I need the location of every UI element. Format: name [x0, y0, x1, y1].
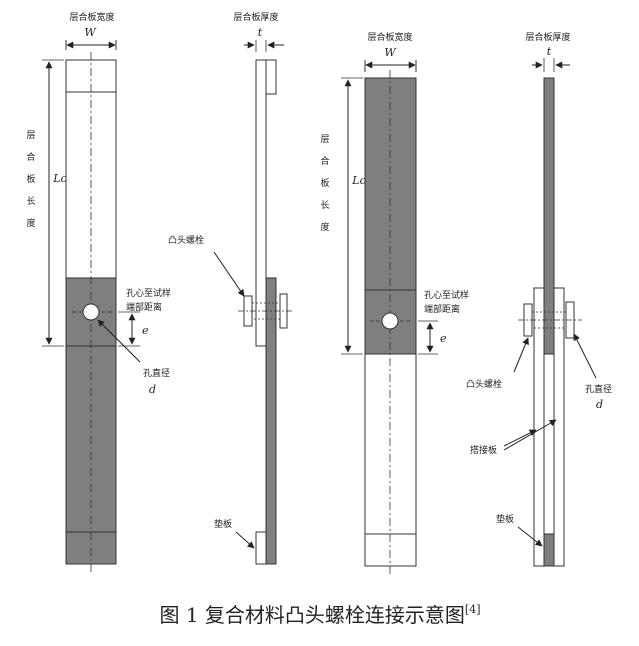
- right-splice-plate-right: [553, 287, 565, 567]
- right-thickness-symbol: t: [547, 45, 552, 58]
- right-laminate-lower: [364, 353, 417, 567]
- caption-text: 图 1 复合材料凸头螺栓连接示意图: [159, 603, 464, 627]
- left-length-char-3: 板: [26, 173, 35, 185]
- left-edge-label-line1: 孔心至试样: [126, 287, 171, 299]
- right-front-view: 层合板宽度 W 层 合 板 长 度 Lc 孔心至试样 端部距离 e: [320, 31, 469, 574]
- left-edge-symbol: e: [142, 324, 149, 337]
- right-splice-plate-left: [533, 287, 545, 567]
- right-edge-label-line2: 端部距离: [424, 303, 460, 315]
- left-front-view: 层合板宽度 W 层 合 板 长 度 Lc 孔心至试样 端部距离 e 孔直径: [26, 11, 171, 572]
- left-hole-symbol: d: [149, 383, 156, 396]
- right-hole-symbol: d: [596, 398, 603, 411]
- right-hole-leader: [573, 333, 597, 379]
- right-hole-label: 孔直径: [585, 383, 612, 395]
- left-shim-leader: [235, 531, 255, 549]
- right-bolt-leader: [513, 337, 529, 373]
- right-side-view: 层合板厚度 t 凸头螺栓 孔直径 d 搭接板 垫板: [466, 31, 612, 567]
- figure-caption: 图 1 复合材料凸头螺栓连接示意图[4]: [159, 603, 480, 627]
- left-lower-plate-side: [265, 277, 277, 565]
- right-splice-leader-1: [503, 429, 537, 447]
- right-main-plate-side: [543, 77, 555, 355]
- left-length-char-2: 合: [26, 151, 35, 163]
- left-length-char-4: 长: [26, 195, 35, 207]
- right-shim-label: 垫板: [496, 513, 514, 525]
- left-length-char-1: 层: [26, 130, 35, 141]
- right-length-char-1: 层: [320, 134, 329, 145]
- left-thickness-symbol: t: [258, 26, 263, 39]
- right-laminate-upper: [364, 77, 417, 355]
- right-edge-symbol: e: [440, 332, 447, 345]
- left-bottom-shim: [255, 531, 267, 565]
- right-length-char-4: 长: [320, 199, 329, 211]
- left-length-char-5: 度: [26, 217, 35, 229]
- right-length-char-3: 板: [320, 177, 329, 189]
- left-shim-label: 垫板: [214, 518, 232, 530]
- left-thickness-label: 层合板厚度: [233, 11, 278, 23]
- left-hole-leader: [97, 319, 141, 363]
- left-upper-plate-side: [255, 59, 267, 347]
- left-top-shim: [265, 59, 277, 95]
- right-thickness-label: 层合板厚度: [525, 31, 570, 43]
- left-length-symbol: Lc: [52, 172, 66, 185]
- right-splice-leader-2: [503, 419, 557, 451]
- right-width-symbol: W: [384, 46, 397, 59]
- left-width-label: 层合板宽度: [69, 11, 114, 23]
- left-width-symbol: W: [84, 26, 97, 39]
- right-edge-label-line1: 孔心至试样: [424, 289, 469, 301]
- left-side-view: 层合板厚度 t 凸头螺栓 垫板: [168, 11, 294, 565]
- right-bottom-shim: [543, 533, 555, 567]
- right-length-symbol: Lc: [351, 174, 365, 187]
- right-width-label: 层合板宽度: [367, 31, 412, 43]
- right-bolt-label: 凸头螺栓: [466, 378, 502, 390]
- left-edge-label-line2: 端部距离: [126, 301, 162, 313]
- right-length-char-5: 度: [320, 221, 329, 233]
- left-hole-label: 孔直径: [143, 367, 170, 379]
- left-bolt-leader: [213, 251, 245, 297]
- right-splice-label: 搭接板: [470, 444, 497, 456]
- right-shim-leader: [517, 526, 543, 547]
- left-bolt-label: 凸头螺栓: [168, 234, 204, 246]
- left-bolt-hole: [82, 303, 100, 321]
- caption-reference: [4]: [465, 603, 481, 616]
- right-length-char-2: 合: [320, 155, 329, 167]
- right-bolt-hole: [381, 312, 399, 330]
